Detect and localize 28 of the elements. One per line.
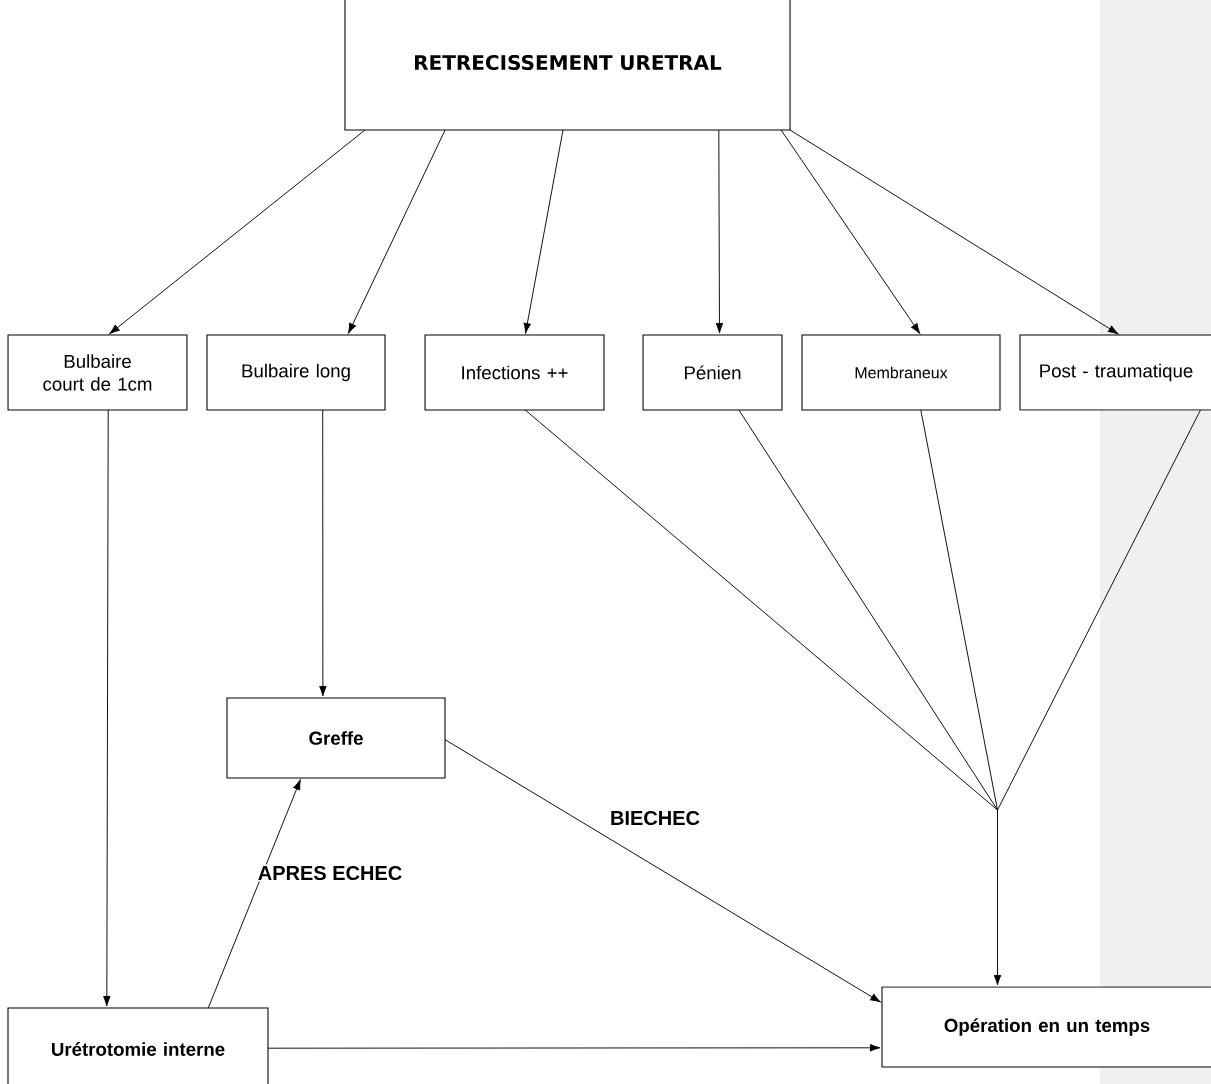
arrow	[103, 409, 111, 1007]
arrow	[207, 779, 301, 1009]
arrow	[319, 409, 327, 697]
arrow	[267, 1044, 881, 1052]
category-box: Bulbaire court de 1cm	[7, 334, 188, 411]
arrow	[444, 739, 881, 1003]
category-box: Post - traumatique	[1019, 334, 1211, 411]
arrow	[993, 809, 1002, 986]
category-box: Bulbaire long	[206, 334, 386, 411]
category-box: Membraneux	[801, 334, 1001, 411]
category-box: Pénien	[642, 334, 783, 411]
process-box: Greffe	[226, 697, 446, 779]
process-box: Opération en un temps	[881, 986, 1211, 1068]
arrow	[715, 129, 724, 334]
line	[738, 409, 998, 811]
line	[997, 409, 1201, 811]
line	[920, 409, 998, 811]
line	[524, 409, 998, 811]
arrow	[780, 129, 921, 334]
arrow	[109, 129, 366, 335]
arrow	[348, 129, 446, 334]
process-box: Urétrotomie interne	[7, 1007, 269, 1084]
title-box: RETRECISSEMENT URETRAL	[344, 0, 791, 131]
edge-label: APRES ECHEC	[256, 864, 404, 882]
arrow	[789, 129, 1119, 335]
edge-label: BIECHEC	[608, 809, 702, 827]
category-box: Infections ++	[424, 334, 605, 411]
arrow	[523, 129, 564, 334]
